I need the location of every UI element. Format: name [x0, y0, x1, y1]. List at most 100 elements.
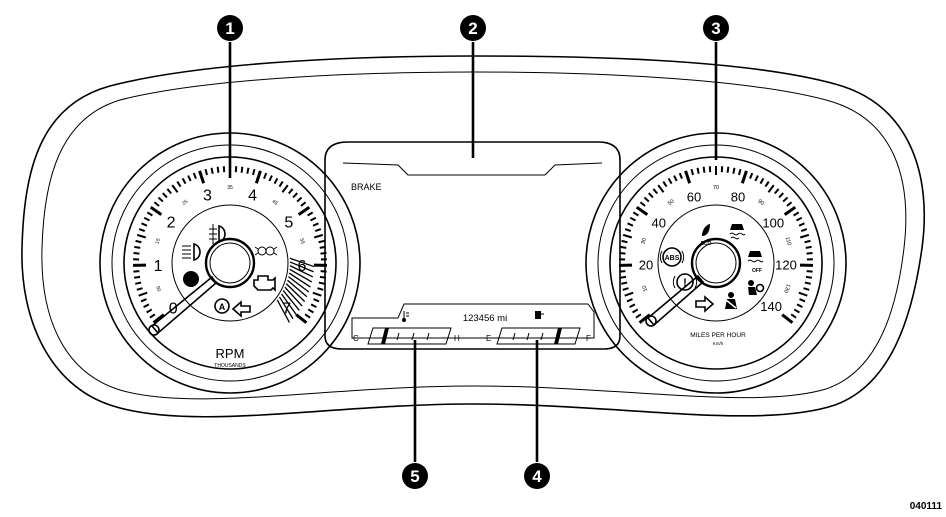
speedo-tick	[805, 245, 812, 249]
speedo-icon-ring	[657, 204, 775, 322]
speedo-major-label: 120	[775, 258, 797, 273]
speedo-minor-label: 110	[784, 236, 792, 246]
eco-icon: ECO	[701, 224, 712, 247]
tach-tick	[136, 233, 147, 239]
tach-redline-hatch	[287, 279, 308, 298]
speedo-tick	[793, 308, 800, 314]
fuel-empty-label: E	[486, 334, 491, 343]
tach-tick	[254, 170, 262, 184]
tach-minor-label: 15	[155, 238, 162, 245]
tach-tick	[171, 184, 179, 193]
tach-tick	[268, 175, 273, 182]
fuel-gauge: E F	[486, 311, 591, 345]
speedo-needle	[646, 274, 705, 327]
speedo-tick	[749, 172, 754, 179]
traction-control-icon	[729, 224, 746, 240]
tach-tick	[314, 228, 322, 233]
tach-sublabel: THOUSANDS	[214, 363, 246, 369]
speedo-tick	[690, 168, 694, 176]
speedo-unit-label: MILES PER HOUR	[690, 332, 746, 339]
speedo-tick	[648, 192, 654, 199]
speedo-tick	[786, 201, 793, 207]
speedo-minor-label: 50	[667, 199, 675, 207]
speedo-tick	[621, 281, 628, 285]
fog-lamp-icon	[209, 224, 226, 244]
tach-tick	[143, 303, 150, 308]
temp-tick	[411, 332, 415, 341]
speedo-tick	[798, 222, 805, 227]
tach-tick	[312, 222, 319, 227]
speedo-tick	[635, 313, 642, 319]
center-display: BRAKE 123456 mi C H E F	[324, 141, 621, 350]
tach-tick	[317, 287, 324, 291]
tach-tick	[157, 196, 164, 203]
speedo-tick	[806, 252, 813, 255]
speedo-major-label: 60	[687, 190, 701, 205]
speedo-tick	[622, 233, 633, 239]
tach-tick	[162, 192, 168, 199]
seatbelt-icon	[725, 292, 737, 309]
tach-tick	[192, 172, 197, 179]
turn-signal-left-icon	[231, 300, 251, 318]
speedo-tick	[790, 313, 797, 319]
speedo-tick	[799, 298, 806, 303]
tach-tick	[307, 211, 314, 217]
speedo-tick	[778, 192, 784, 199]
speedo-tick	[624, 291, 634, 297]
speedo-tick	[626, 298, 633, 303]
tach-tick	[204, 168, 208, 176]
speedo-tick	[782, 196, 789, 203]
speedo-tick	[667, 177, 673, 185]
speedo-tick	[622, 287, 629, 291]
tach-redline-hatch	[289, 257, 315, 268]
tach-tick	[176, 181, 182, 188]
tach-tick	[166, 188, 172, 195]
tach-tick	[278, 181, 284, 188]
speedo-tick	[678, 172, 683, 179]
svg-text:A: A	[219, 302, 226, 312]
gauge-panel-outline	[351, 303, 595, 339]
tach-tick	[133, 252, 140, 255]
speedo-tick	[800, 228, 808, 233]
svg-text:3: 3	[711, 19, 720, 38]
speedo-tick	[798, 291, 808, 297]
speedo-tick	[726, 166, 730, 173]
speedo-tick	[696, 167, 700, 174]
speedo-tick	[738, 168, 742, 176]
tach-tick	[152, 313, 165, 324]
tach-tick	[149, 205, 163, 216]
tach-tick	[310, 303, 317, 308]
speedo-major-label: 140	[760, 299, 782, 314]
svg-text:2: 2	[468, 19, 477, 38]
tach-needle-tip	[148, 324, 160, 336]
temp-bar-outline	[367, 327, 452, 345]
tach-ticks	[132, 166, 328, 324]
speedo-tick	[627, 222, 634, 227]
tach-tick	[273, 177, 279, 185]
fuel-bar-outline	[496, 327, 581, 345]
tach-major-label: 4	[248, 188, 257, 205]
temp-tick	[396, 332, 400, 341]
speedo-tick	[635, 205, 649, 216]
tach-tick	[263, 172, 268, 179]
speedo-tick	[754, 175, 759, 182]
tach-tick	[240, 166, 244, 173]
tach-tick	[281, 184, 289, 193]
svg-text:1: 1	[225, 19, 234, 38]
tach-tick	[300, 201, 307, 207]
tach-icon-ring	[171, 204, 289, 322]
center-display-upper-line	[342, 162, 603, 176]
tach-redline-hatch	[289, 268, 313, 283]
svg-text:4: 4	[532, 467, 542, 486]
tach-minor-label: 25	[181, 199, 189, 207]
tach-tick	[304, 313, 311, 319]
speedo-major-label: 20	[639, 258, 653, 273]
tach-tick	[149, 313, 156, 319]
tach-redline-hatch	[288, 272, 311, 288]
tach-tick	[153, 201, 160, 207]
tach-tick	[135, 239, 142, 244]
parking-lamp-icon	[254, 246, 278, 256]
tach-tick	[307, 308, 314, 314]
